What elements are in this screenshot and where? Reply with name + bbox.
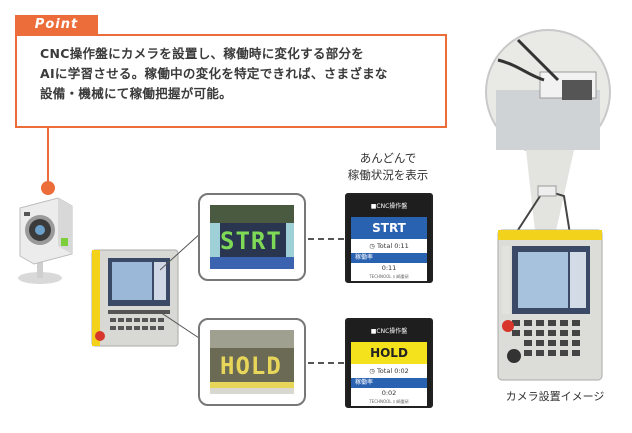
point-tag: Point [15,15,98,34]
point-line-2: AIに学習させる。稼働中の変化を特定できれば、さまざまな [40,66,388,81]
dashed-connector-stopped [308,362,344,364]
andon-total: ◷ Total 0:02 [351,364,427,378]
andon-rate-label: 稼働率 [351,253,427,263]
andon-time: 0:11 [351,263,427,273]
zoom-stopped-frame: HOLD [198,318,306,406]
andon-label: あんどんで 稼働状況を表示 [342,150,434,184]
andon-brand: TECHNOOL 川崎重研 [351,273,427,281]
dashed-connector-running [308,238,344,240]
andon-title: ■CNC操作盤 [370,328,408,335]
camera-installation-caption: カメラ設置イメージ [505,390,605,403]
zoom-connector-lines [160,231,203,341]
security-camera-icon [18,197,73,284]
lcd-running-closeup: STRT [210,205,294,269]
point-description: CNC操作盤にカメラを設置し、稼働時に変化する部分を AIに学習させる。稼働中の… [40,44,440,104]
andon-brand: TECHNOOL 川崎重研 [351,398,427,406]
andon-label-line-1: あんどんで [359,151,417,165]
andon-display-stopped: ■CNC操作盤 HOLD ◷ Total 0:02 稼働率 0:02 TECHN… [345,318,433,408]
andon-time: 0:02 [351,388,427,398]
callout-connector-line [47,128,49,184]
point-line-3: 設備・機械にて稼働把握が可能。 [40,86,233,101]
cnc-control-panel-image [91,249,179,347]
camera-installation-image [485,29,611,381]
andon-rate-label: 稼働率 [351,378,427,388]
point-line-1: CNC操作盤にカメラを設置し、稼働時に変化する部分を [40,46,365,61]
andon-display-running: ■CNC操作盤 STRT ◷ Total 0:11 稼働率 0:11 TECHN… [345,193,433,283]
andon-status-strt: STRT [351,217,427,239]
andon-label-line-2: 稼働状況を表示 [347,168,429,182]
point-callout-box [15,34,447,128]
callout-connector-dot [41,181,55,195]
andon-title: ■CNC操作盤 [370,203,408,210]
zoom-running-frame: STRT [198,193,306,281]
lcd-strt-text: STRT [220,227,282,255]
andon-total: ◷ Total 0:11 [351,239,427,253]
andon-status-hold: HOLD [351,342,427,364]
lcd-hold-text: HOLD [220,352,282,380]
lcd-hold-closeup: HOLD [210,330,294,394]
